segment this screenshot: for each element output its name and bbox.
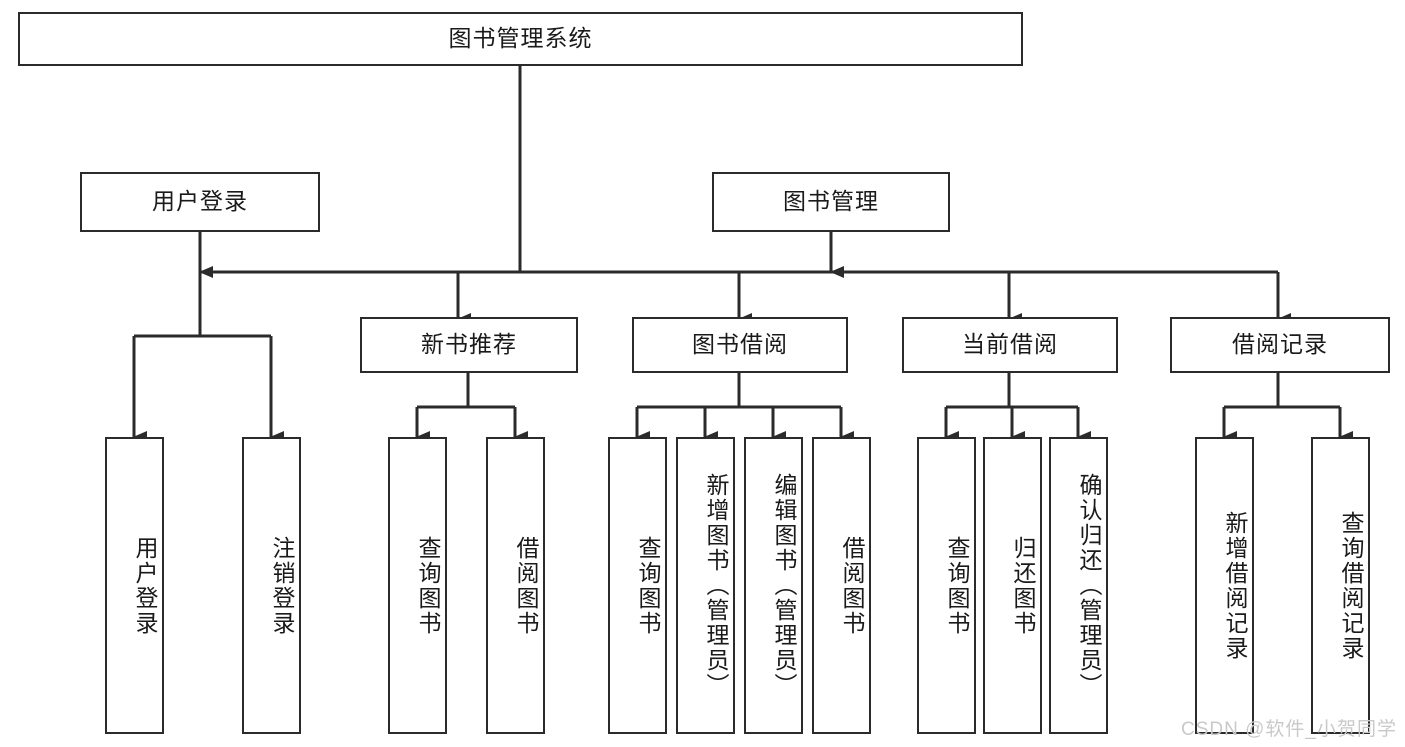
leaf-borrow-record-2[interactable]: 查询借阅记录 bbox=[1311, 437, 1370, 734]
leaf-book-borrow-3[interactable]: 编辑图书（管理员） bbox=[744, 437, 803, 734]
leaf-book-borrow-2[interactable]: 新增图书（管理员） bbox=[676, 437, 735, 734]
leaf-book-borrow-4-label: 借阅图书 bbox=[839, 535, 865, 636]
node-borrow-record[interactable]: 借阅记录 bbox=[1170, 317, 1390, 373]
node-book-management[interactable]: 图书管理 bbox=[712, 172, 950, 232]
node-user-login[interactable]: 用户登录 bbox=[80, 172, 320, 232]
leaf-book-borrow-1-label: 查询图书 bbox=[635, 535, 661, 636]
leaf-book-borrow-1[interactable]: 查询图书 bbox=[608, 437, 667, 734]
leaf-new-book-2[interactable]: 借阅图书 bbox=[486, 437, 545, 734]
leaf-user-login-2[interactable]: 注销登录 bbox=[242, 437, 301, 734]
leaf-current-borrow-2-label: 归还图书 bbox=[1010, 535, 1036, 636]
leaf-borrow-record-1[interactable]: 新增借阅记录 bbox=[1195, 437, 1254, 734]
node-current-borrow-label: 当前借阅 bbox=[962, 331, 1058, 358]
leaf-book-borrow-3-label: 编辑图书（管理员） bbox=[771, 473, 797, 698]
leaf-new-book-2-label: 借阅图书 bbox=[513, 535, 539, 636]
leaf-book-borrow-2-label: 新增图书（管理员） bbox=[703, 473, 729, 698]
leaf-book-borrow-4[interactable]: 借阅图书 bbox=[812, 437, 871, 734]
leaf-borrow-record-1-label: 新增借阅记录 bbox=[1222, 510, 1248, 661]
leaf-user-login-1-label: 用户登录 bbox=[132, 535, 158, 636]
node-user-login-label: 用户登录 bbox=[152, 188, 248, 215]
node-root-label: 图书管理系统 bbox=[448, 25, 593, 52]
node-book-borrow-label: 图书借阅 bbox=[692, 331, 788, 358]
node-book-borrow[interactable]: 图书借阅 bbox=[632, 317, 848, 373]
node-book-management-label: 图书管理 bbox=[783, 188, 879, 215]
leaf-new-book-1-label: 查询图书 bbox=[415, 535, 441, 636]
node-root[interactable]: 图书管理系统 bbox=[18, 12, 1023, 66]
leaf-current-borrow-3-label: 确认归还（管理员） bbox=[1076, 473, 1102, 698]
watermark: CSDN @软件_小贺同学 bbox=[1181, 719, 1397, 740]
leaf-current-borrow-2[interactable]: 归还图书 bbox=[983, 437, 1042, 734]
leaf-user-login-2-label: 注销登录 bbox=[269, 535, 295, 636]
leaf-current-borrow-1-label: 查询图书 bbox=[944, 535, 970, 636]
node-borrow-record-label: 借阅记录 bbox=[1232, 331, 1328, 358]
leaf-current-borrow-1[interactable]: 查询图书 bbox=[917, 437, 976, 734]
leaf-borrow-record-2-label: 查询借阅记录 bbox=[1338, 510, 1364, 661]
leaf-current-borrow-3[interactable]: 确认归还（管理员） bbox=[1049, 437, 1108, 734]
node-new-book-recommend[interactable]: 新书推荐 bbox=[360, 317, 578, 373]
leaf-user-login-1[interactable]: 用户登录 bbox=[105, 437, 164, 734]
node-new-book-recommend-label: 新书推荐 bbox=[421, 331, 517, 358]
node-current-borrow[interactable]: 当前借阅 bbox=[902, 317, 1118, 373]
leaf-new-book-1[interactable]: 查询图书 bbox=[388, 437, 447, 734]
